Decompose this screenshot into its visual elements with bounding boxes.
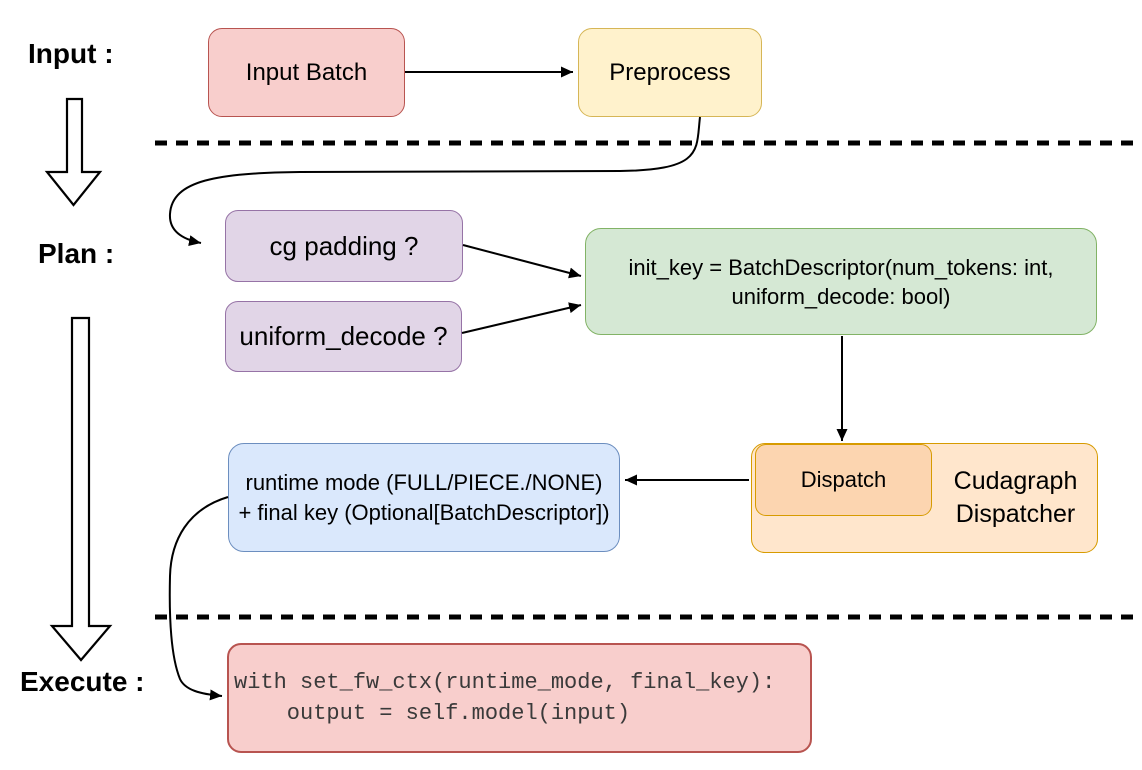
uniform-decode-node: uniform_decode ? (225, 301, 462, 372)
plan-phase-label: Plan : (38, 238, 115, 269)
dispatch-node: Dispatch (755, 444, 932, 516)
code-line1: with set_fw_ctx(runtime_mode, final_key)… (234, 670, 776, 695)
preprocess-label: Preprocess (609, 58, 731, 86)
cg-padding-node: cg padding ? (225, 210, 463, 282)
preprocess-node: Preprocess (578, 28, 762, 117)
cudagraph-dispatcher-label: Cudagraph Dispatcher (933, 443, 1098, 553)
init-key-node: init_key = BatchDescriptor(num_tokens: i… (585, 228, 1097, 335)
input-phase-arrow-icon (44, 97, 103, 207)
connector-cgpadding-initkey (462, 244, 582, 279)
connector-runtime-code (168, 496, 229, 701)
runtime-mode-line2: + final key (Optional[BatchDescriptor]) (238, 499, 610, 525)
cudagraph-line1: Cudagraph (953, 467, 1078, 495)
cg-padding-label: cg padding ? (269, 230, 419, 261)
plan-to-execute-arrow-icon (49, 316, 113, 662)
input-batch-label: Input Batch (245, 58, 368, 86)
cudagraph-line2: Dispatcher (955, 500, 1076, 528)
init-key-line2: uniform_decode: bool) (731, 283, 951, 309)
runtime-mode-line1: runtime mode (FULL/PIECE./NONE) (245, 469, 603, 495)
connector-uniformdecode-initkey (461, 302, 582, 334)
uniform-decode-label: uniform_decode ? (239, 321, 448, 351)
execute-code-node: with set_fw_ctx(runtime_mode, final_key)… (227, 643, 812, 753)
runtime-mode-node: runtime mode (FULL/PIECE./NONE) + final … (228, 443, 620, 552)
execute-phase-label: Execute : (20, 666, 145, 697)
input-phase-label: Input : (28, 38, 114, 69)
input-batch-node: Input Batch (208, 28, 405, 117)
dispatch-label: Dispatch (800, 467, 887, 492)
code-line2: output = self.model(input) (234, 701, 631, 726)
init-key-line1: init_key = BatchDescriptor(num_tokens: i… (628, 254, 1054, 280)
